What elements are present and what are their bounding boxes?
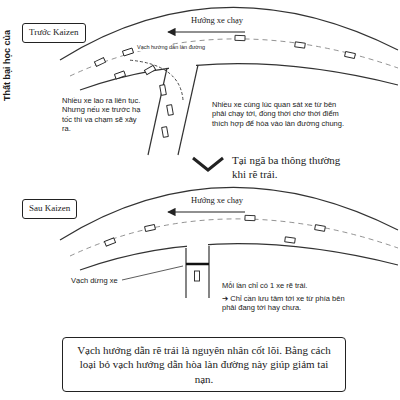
car	[160, 85, 167, 96]
road-gap	[187, 238, 208, 254]
conclusion-box: Vạch hướng dẫn rẽ trái là nguyên nhân cố…	[62, 337, 346, 392]
stage-box: Trước Kaizen	[22, 23, 86, 43]
lane-line	[70, 39, 398, 76]
car	[114, 71, 125, 79]
direction-label: Hướng xe chạy	[190, 195, 244, 206]
road-edge	[80, 244, 398, 270]
road-edge	[60, 187, 398, 240]
direction-label: Hướng xe chạy	[190, 15, 244, 26]
car	[345, 52, 356, 59]
merge-guide-line	[128, 60, 183, 100]
road-edge	[208, 246, 209, 298]
car	[235, 35, 245, 40]
box-text: Sau Kaizen	[29, 203, 70, 215]
road-edge	[178, 65, 198, 155]
lane-line	[70, 219, 398, 256]
road-gap	[169, 58, 196, 74]
car	[122, 48, 133, 56]
direction-arrow	[168, 31, 245, 32]
car	[295, 42, 306, 48]
line-label: Vạch hướng dẫn làn đường	[136, 44, 206, 51]
car	[104, 238, 115, 246]
road-edge	[80, 64, 398, 90]
car	[245, 215, 255, 220]
note-text: Mỗi lần chỉ có 1 xe rẽ trái.	[222, 281, 307, 290]
note-text: ➔ Chỉ cần lưu tâm tới xe từ phía bên phả…	[222, 294, 350, 313]
side-title: Thất bại học của	[2, 29, 13, 102]
direction-arrow	[168, 211, 245, 212]
car	[195, 271, 200, 281]
car	[144, 65, 155, 74]
leader-line	[122, 266, 183, 280]
car	[167, 105, 174, 116]
road-edge	[148, 68, 167, 155]
car	[94, 58, 105, 67]
stop-line	[186, 263, 209, 266]
road-edge	[60, 7, 398, 60]
box-text: Trước Kaizen	[29, 27, 79, 39]
down-chevron	[193, 158, 223, 170]
road-edge	[185, 248, 186, 298]
note-text: Nhiều xe cùng lúc quan sát xe từ bên phả…	[212, 100, 348, 128]
cars	[94, 35, 355, 281]
car	[162, 127, 169, 138]
box-text: Vạch hướng dẫn rẽ trái là nguyên nhân cố…	[71, 343, 337, 386]
stage-box: Sau Kaizen	[22, 199, 77, 219]
car	[145, 225, 156, 232]
stop-line-label: Vạch dừng xe	[70, 276, 119, 285]
car	[315, 225, 326, 232]
car	[285, 237, 296, 243]
caption-text: Tại ngã ba thông thường khi rẽ trái.	[232, 154, 350, 182]
note-text: Nhiều xe lao ra liên tục. Nhưng nếu xe t…	[62, 96, 144, 134]
